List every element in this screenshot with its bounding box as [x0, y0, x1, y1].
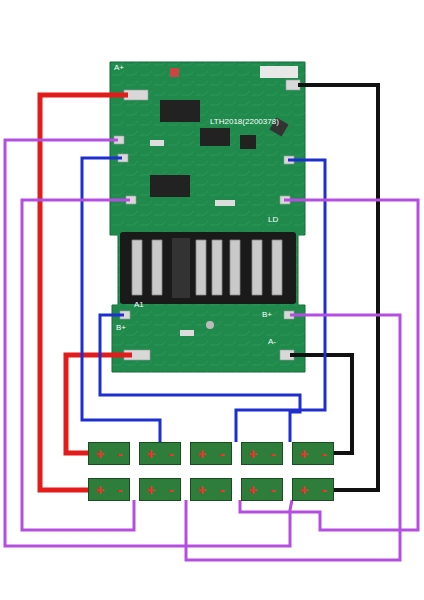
pcb-silkscreen: A-: [268, 338, 276, 346]
polarity-mark: -: [270, 446, 275, 461]
battery-cell: +-: [88, 442, 130, 465]
polarity-mark: -: [168, 446, 173, 461]
polarity-mark: -: [117, 482, 122, 497]
polarity-mark: -: [219, 482, 224, 497]
pcb-board: [110, 62, 305, 372]
polarity-mark: +: [300, 446, 309, 461]
pcb-silkscreen: A+: [114, 64, 124, 72]
battery-cell: +-: [139, 478, 181, 501]
polarity-mark: +: [147, 446, 156, 461]
pcb-silkscreen: B+: [262, 311, 272, 319]
polarity-mark: -: [168, 482, 173, 497]
polarity-mark: -: [321, 446, 326, 461]
pcb-silkscreen: A1: [134, 301, 144, 309]
polarity-mark: +: [198, 446, 207, 461]
battery-cell: +-: [292, 442, 334, 465]
pcb-silkscreen: B+: [116, 324, 126, 332]
polarity-mark: +: [96, 446, 105, 461]
polarity-mark: +: [96, 482, 105, 497]
battery-cell: +-: [190, 442, 232, 465]
pcb-silkscreen: LD: [268, 216, 278, 224]
polarity-mark: -: [117, 446, 122, 461]
wires: [5, 85, 418, 560]
polarity-mark: +: [198, 482, 207, 497]
polarity-mark: -: [321, 482, 326, 497]
polarity-mark: +: [300, 482, 309, 497]
polarity-mark: +: [249, 446, 258, 461]
polarity-mark: -: [270, 482, 275, 497]
battery-cell: +-: [241, 478, 283, 501]
polarity-mark: -: [219, 446, 224, 461]
battery-cell: +-: [88, 478, 130, 501]
battery-cell: +-: [139, 442, 181, 465]
battery-cell: +-: [241, 442, 283, 465]
polarity-mark: +: [249, 482, 258, 497]
polarity-mark: +: [147, 482, 156, 497]
battery-cell: +-: [292, 478, 334, 501]
pcb-silkscreen: LTH2018(2200378): [210, 118, 279, 126]
battery-cell: +-: [190, 478, 232, 501]
